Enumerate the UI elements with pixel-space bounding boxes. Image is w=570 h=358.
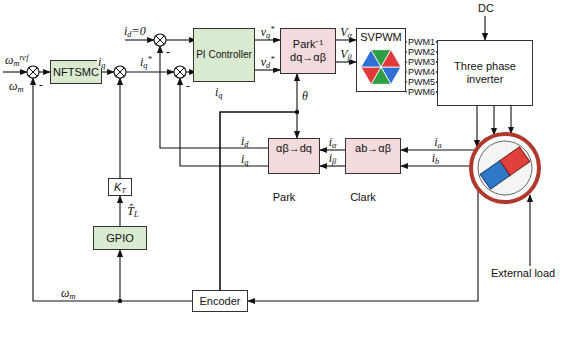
load-label: External load: [490, 268, 556, 279]
signal-label: iq*: [139, 56, 153, 68]
signal-wire: [166, 39, 196, 40]
speed-feedback-wire: [33, 78, 120, 301]
svpwm-box: SVPWM: [356, 28, 406, 92]
stator-ring: [471, 134, 539, 202]
encoder-box: Encoder: [192, 290, 248, 312]
signal-label: PWM1: [407, 37, 436, 47]
signal-label: Vβ: [339, 48, 353, 60]
controller-box: PI Controller: [193, 28, 255, 82]
south-pole: [500, 147, 530, 176]
signal-label: T̂L: [126, 205, 139, 217]
block-title: Clark: [350, 191, 376, 204]
signal-connector: [119, 196, 120, 226]
transform-box: αβ→dqPark: [268, 138, 320, 174]
signal-connector: [248, 190, 478, 301]
signal-label: iq: [214, 86, 224, 98]
signal-label: PWM2: [407, 47, 436, 57]
sign-mark: -: [185, 80, 191, 92]
sign-mark: -: [38, 79, 44, 91]
signal-label: ωm: [8, 80, 25, 92]
box-text: Park⁻¹: [293, 38, 323, 51]
supply-label: DC: [477, 3, 495, 14]
sector: [361, 67, 381, 84]
svpwm-hexagon: [359, 45, 403, 89]
inverter-box: Three phase inverter: [437, 40, 533, 106]
motor-outline: [469, 132, 541, 204]
block-title: Park: [273, 191, 296, 204]
pole-letter: S: [545, 173, 553, 187]
signal-label: id: [240, 135, 250, 147]
signal-label: PWM4: [407, 67, 436, 77]
sign-mark: -: [165, 46, 171, 58]
signal-wire: [39, 71, 50, 72]
signal-label: iβ: [328, 152, 338, 164]
magnet: [480, 147, 530, 189]
signal-label: vq*: [260, 26, 276, 38]
box-text: NFTSMC: [53, 66, 99, 79]
box-text: KT: [114, 181, 126, 194]
signal-connector: [476, 106, 477, 147]
box-text: dq→αβ: [290, 51, 326, 64]
signal-connector: [336, 39, 356, 40]
feedback-wire: [180, 78, 268, 166]
rotor-disc: [478, 141, 532, 195]
signal-label: vd*: [260, 56, 276, 68]
signal-wire: [126, 71, 174, 72]
signal-connector: [220, 74, 297, 290]
signal-connector: [120, 250, 192, 301]
box-text: αβ→dq: [276, 142, 312, 155]
signal-label: iα: [328, 136, 338, 148]
box-text: GPIO: [106, 232, 134, 245]
signal-wire: [125, 39, 154, 40]
controller-box: NFTSMC: [50, 60, 102, 84]
pole-letter: N: [520, 207, 529, 221]
motor-symbol: SN: [469, 132, 541, 204]
reference-label: ωmref: [4, 54, 30, 66]
signal-label: Vα: [339, 26, 353, 38]
box-text: SVPWM: [360, 31, 402, 44]
signal-wire: [102, 71, 114, 72]
transform-box: Park⁻¹dq→αβ: [280, 28, 336, 74]
signal-label: PWM3: [407, 57, 436, 67]
gain-box: KT: [108, 178, 132, 196]
signal-label: iq: [240, 153, 250, 165]
signal-label: PWM5: [407, 77, 436, 87]
signal-label: iq: [97, 56, 107, 68]
load-arrow: [529, 195, 530, 266]
signal-connector: [493, 106, 494, 135]
signal-label: ωm: [60, 287, 77, 299]
box-text: PI Controller: [196, 49, 252, 61]
transform-box: ab→αβClark: [345, 138, 401, 174]
box-text: ab→αβ: [355, 142, 391, 155]
signal-label: id=0: [123, 25, 147, 37]
dc-supply-wire: [484, 16, 485, 40]
signal-connector: [336, 61, 356, 62]
signal-label: ia: [433, 136, 443, 148]
signal-connector: [510, 106, 511, 134]
reference-wire: [3, 71, 27, 72]
sector: [381, 50, 401, 67]
signal-label: PWM6: [407, 87, 436, 97]
box-text: Three phase inverter: [438, 60, 532, 85]
compensation-wire: [119, 78, 120, 178]
signal-label: θ: [301, 90, 309, 102]
signal-label: ib: [431, 152, 441, 164]
box-text: Encoder: [200, 295, 241, 308]
observer-box: GPIO: [93, 226, 147, 250]
